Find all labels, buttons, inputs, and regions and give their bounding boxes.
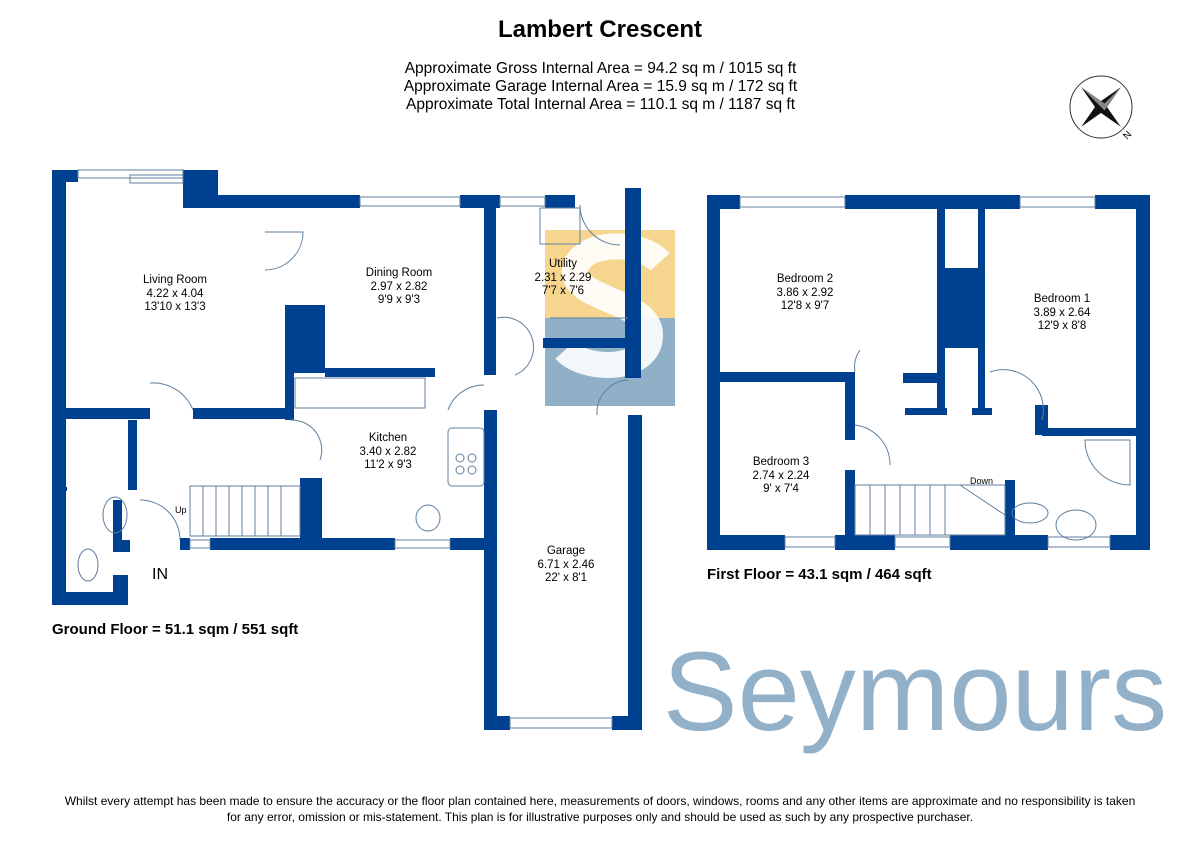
- room-name: Bedroom 3: [752, 456, 810, 468]
- logo-watermark: [545, 230, 675, 406]
- room-utility: Utility 2.31 x 2.29 7'7 x 7'6: [535, 258, 592, 299]
- room-metric: 3.86 x 2.92: [776, 286, 834, 299]
- room-imperial: 12'8 x 9'7: [780, 300, 830, 312]
- room-name: Kitchen: [368, 432, 408, 444]
- north-compass-icon: N: [1069, 75, 1134, 142]
- area-summary: Approximate Gross Internal Area = 94.2 s…: [0, 60, 1200, 114]
- compass-north-label: N: [1121, 129, 1134, 142]
- room-metric: 3.40 x 2.82: [359, 445, 417, 458]
- room-imperial: 13'10 x 13'3: [144, 301, 206, 313]
- total-area: Approximate Total Internal Area = 110.1 …: [405, 96, 796, 113]
- gross-area: Approximate Gross Internal Area = 94.2 s…: [404, 60, 797, 77]
- room-kitchen: Kitchen 3.40 x 2.82 11'2 x 9'3: [360, 432, 417, 473]
- stairs-down-label: Down: [970, 476, 994, 486]
- room-name: Bedroom 2: [776, 273, 834, 285]
- room-bedroom-2: Bedroom 2 3.86 x 2.92 12'8 x 9'7: [777, 273, 834, 314]
- room-name: Living Room: [143, 274, 207, 286]
- room-garage: Garage 6.71 x 2.46 22' x 8'1: [538, 545, 595, 586]
- room-living-room: Living Room 4.22 x 4.04 13'10 x 13'3: [143, 274, 207, 315]
- room-name: Dining Room: [365, 267, 433, 279]
- room-imperial: 9' x 7'4: [763, 483, 799, 495]
- room-metric: 4.22 x 4.04: [146, 287, 204, 300]
- plan-title: Lambert Crescent: [497, 16, 703, 43]
- room-imperial: 9'9 x 9'3: [377, 294, 421, 306]
- windows-doors-fixtures: [77, 169, 1131, 729]
- room-metric: 6.71 x 2.46: [537, 558, 595, 571]
- garage-area: Approximate Garage Internal Area = 15.9 …: [403, 78, 798, 95]
- room-bedroom-3: Bedroom 3 2.74 x 2.24 9' x 7'4: [753, 456, 810, 497]
- seymours-watermark: Seymours: [663, 629, 1167, 754]
- room-name: Utility: [548, 258, 578, 270]
- room-imperial: 12'9 x 8'8: [1037, 320, 1087, 332]
- room-metric: 2.31 x 2.29: [534, 271, 592, 284]
- room-metric: 3.89 x 2.64: [1033, 306, 1091, 319]
- disclaimer: Whilst every attempt has been made to en…: [64, 794, 1136, 824]
- stairs-up-label: Up: [175, 505, 187, 515]
- room-metric: 2.97 x 2.82: [370, 280, 428, 293]
- room-imperial: 11'2 x 9'3: [364, 459, 412, 471]
- entrance-label: IN: [152, 566, 168, 583]
- ground-floor-label: Ground Floor = 51.1 sqm / 551 sqft: [52, 621, 299, 638]
- room-imperial: 7'7 x 7'6: [541, 285, 585, 297]
- first-floor-label: First Floor = 43.1 sqm / 464 sqft: [707, 566, 932, 583]
- room-name: Bedroom 1: [1033, 293, 1091, 305]
- walls: [52, 170, 1150, 730]
- room-metric: 2.74 x 2.24: [752, 469, 810, 482]
- room-dining-room: Dining Room 2.97 x 2.82 9'9 x 9'3: [366, 267, 432, 308]
- room-name: Garage: [546, 545, 586, 557]
- room-imperial: 22' x 8'1: [544, 572, 588, 584]
- room-bedroom-1: Bedroom 1 3.89 x 2.64 12'9 x 8'8: [1034, 293, 1091, 334]
